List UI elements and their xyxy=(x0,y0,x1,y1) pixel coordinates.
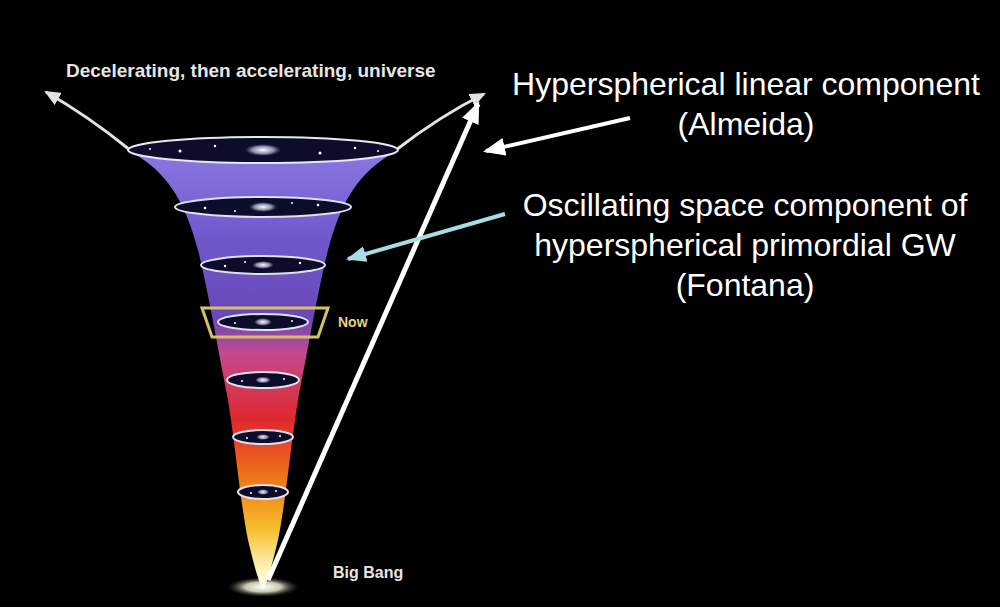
time-slices xyxy=(128,137,398,499)
callout-text: Oscillating space component of hypersphe… xyxy=(505,185,985,305)
big-bang-label: Big Bang xyxy=(333,564,403,582)
callout-text: Hyperspherical linear component (Almeida… xyxy=(506,64,986,144)
galaxy xyxy=(249,202,277,212)
now-frame xyxy=(202,308,328,337)
galaxy xyxy=(254,318,272,326)
galaxy xyxy=(256,434,270,440)
slice-disc xyxy=(128,137,398,163)
linear-component-arrow xyxy=(268,104,478,580)
heading-label: Decelerating, then accelerating, univers… xyxy=(66,60,436,82)
slice-disc xyxy=(233,430,293,444)
expansion-arrow xyxy=(46,92,130,150)
slice-disc xyxy=(218,314,308,330)
galaxy xyxy=(252,261,274,269)
now-label: Now xyxy=(338,314,368,330)
slice-disc xyxy=(238,485,288,499)
leader-arrow xyxy=(348,214,505,259)
galaxy-dots xyxy=(149,145,379,494)
galaxy xyxy=(245,144,281,156)
funnel xyxy=(128,150,398,590)
slice-disc xyxy=(201,256,325,274)
galaxy xyxy=(257,489,269,495)
galaxy xyxy=(255,377,271,384)
leader-arrow xyxy=(486,118,630,151)
slice-disc xyxy=(227,372,299,388)
slice-disc xyxy=(175,197,351,217)
